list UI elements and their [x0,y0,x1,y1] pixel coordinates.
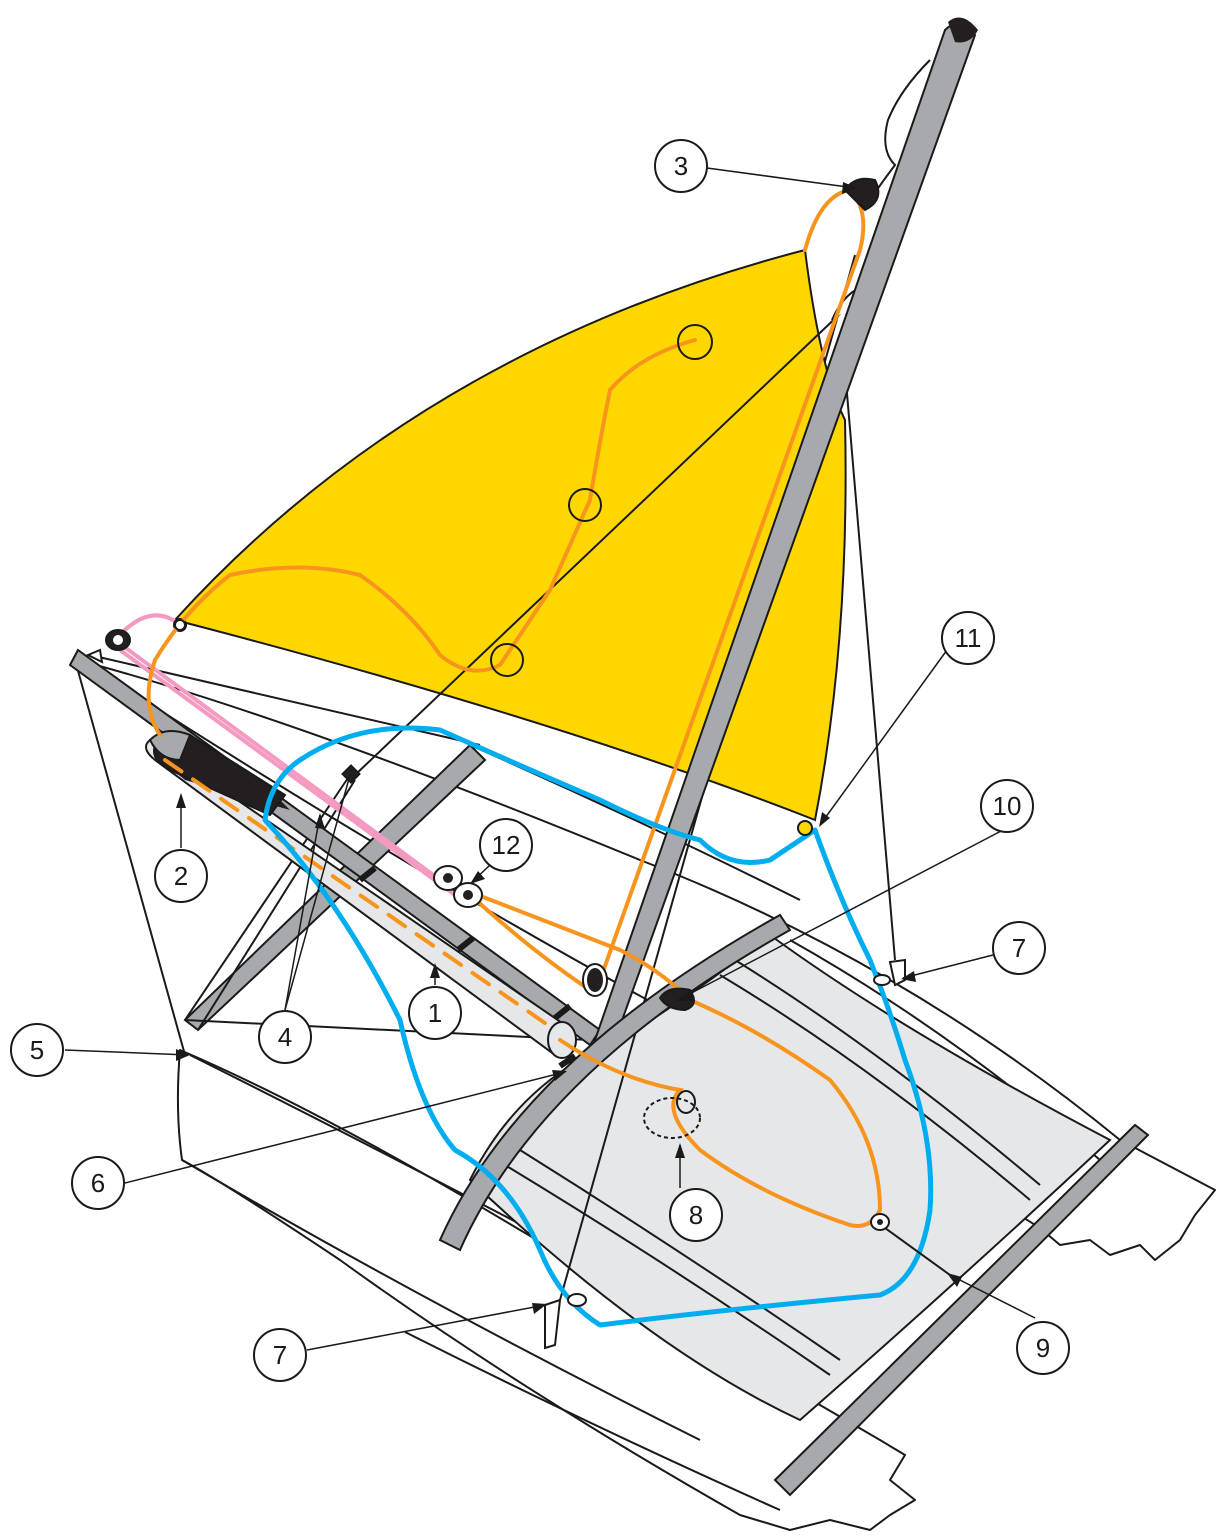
callout-7-lower-label: 7 [273,1340,287,1370]
callout-4: 4 [258,1010,312,1064]
front-beam [438,913,792,1252]
leader-arrowheads [176,182,962,1314]
callout-10-label: 10 [993,791,1022,821]
callout-12: 12 [479,818,533,872]
callout-1: 1 [408,986,462,1040]
callout-6: 6 [71,1156,125,1210]
callout-7-upper: 7 [992,921,1046,975]
callout-2: 2 [154,849,208,903]
callout-11: 11 [941,611,995,665]
callout-2-label: 2 [174,861,188,891]
callout-9-label: 9 [1036,1333,1050,1363]
callout-6-label: 6 [91,1168,105,1198]
callout-10: 10 [980,779,1034,833]
callout-8-label: 8 [689,1200,703,1230]
blue-line [262,725,934,1328]
sail [173,248,847,822]
callout-3-label: 3 [674,151,688,181]
callout-11-label: 11 [955,623,982,653]
orange-rings [490,324,713,677]
callout-1-label: 1 [428,998,442,1028]
callout-5-label: 5 [30,1035,44,1065]
hardware [85,177,951,1350]
callout-3: 3 [654,139,708,193]
sail-luff [354,289,866,776]
trampoline-seams [504,959,1041,1376]
callout-7-upper-label: 7 [1012,933,1026,963]
callout-12-label: 12 [492,830,521,860]
callout-4-label: 4 [278,1022,292,1052]
callout-9: 9 [1016,1321,1070,1375]
leader-lines [64,167,1036,1351]
mast-head [948,17,978,43]
rear-beam [773,1123,1150,1497]
callout-8: 8 [669,1188,723,1242]
callout-7-lower: 7 [253,1328,307,1382]
callout-5: 5 [10,1023,64,1077]
